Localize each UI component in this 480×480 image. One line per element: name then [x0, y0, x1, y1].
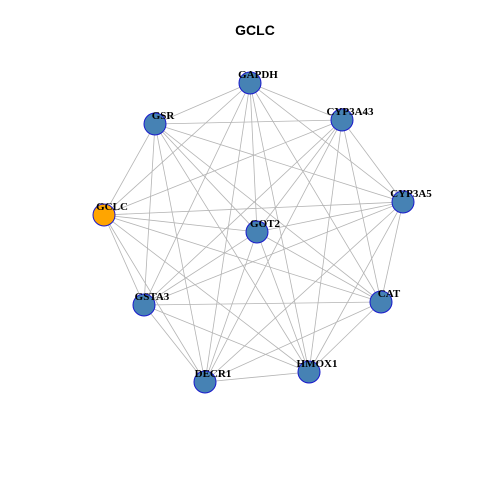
- edge-gsr-cat: [154, 123, 382, 303]
- edge-cat-gclc: [103, 214, 382, 303]
- edge-cyp3a43-decr1: [204, 119, 343, 383]
- edge-gapdh-gsr: [154, 82, 251, 125]
- node-label-got2: GOT2: [250, 218, 280, 230]
- edge-gsr-gclc: [103, 123, 156, 216]
- edge-cat-decr1: [204, 301, 382, 383]
- node-cyp3a5: [391, 190, 415, 214]
- node-label-hmox1: HMOX1: [297, 358, 338, 370]
- node-label-gsta3: GSTA3: [135, 291, 170, 303]
- edge-gapdh-cat: [249, 82, 382, 303]
- edge-cyp3a43-got2: [256, 119, 343, 233]
- node-gapdh: [238, 71, 262, 95]
- edge-decr1-gsta3: [143, 304, 206, 383]
- node-label-cyp3a5: CYP3A5: [390, 188, 432, 200]
- edge-gsr-cyp3a43: [154, 119, 343, 125]
- edge-gsr-cyp3a5: [154, 123, 404, 203]
- edge-gclc-got2: [103, 214, 258, 233]
- edge-cyp3a43-hmox1: [308, 119, 343, 373]
- node-label-cat: CAT: [378, 288, 401, 300]
- edge-gsr-got2: [154, 123, 258, 233]
- edge-cat-got2: [256, 231, 382, 303]
- edge-gapdh-cyp3a43: [249, 82, 343, 121]
- edge-gsta3-gclc: [103, 214, 145, 306]
- node-label-gsr: GSR: [152, 110, 176, 122]
- edge-cyp3a5-hmox1: [308, 201, 404, 373]
- edge-decr1-got2: [204, 231, 258, 383]
- edge-cat-gsta3: [143, 301, 382, 306]
- edge-gapdh-gsta3: [143, 82, 251, 306]
- edge-hmox1-gclc: [103, 214, 310, 373]
- graph-title: GCLC: [235, 22, 275, 38]
- edge-gsr-gsta3: [143, 123, 156, 306]
- node-gsta3: [132, 293, 156, 317]
- edge-cyp3a5-cat: [380, 201, 404, 303]
- node-gclc: [92, 203, 116, 227]
- edge-cyp3a43-cyp3a5: [341, 119, 404, 203]
- edge-gsr-decr1: [154, 123, 206, 383]
- node-label-gclc: GCLC: [96, 201, 128, 213]
- node-label-decr1: DECR1: [195, 368, 232, 380]
- node-label-gapdh: GAPDH: [238, 69, 278, 81]
- edge-cyp3a43-gsta3: [143, 119, 343, 306]
- node-gsr: [143, 112, 167, 136]
- edge-gapdh-decr1: [204, 82, 251, 383]
- edge-gapdh-gclc: [103, 82, 251, 216]
- node-got2: [245, 220, 269, 244]
- edge-gsta3-got2: [143, 231, 258, 306]
- edge-cat-hmox1: [308, 301, 382, 373]
- node-cyp3a43: [330, 108, 354, 132]
- node-decr1: [193, 370, 217, 394]
- edge-gapdh-got2: [249, 82, 258, 233]
- edge-gapdh-cyp3a5: [249, 82, 404, 203]
- edge-cyp3a5-got2: [256, 201, 404, 233]
- edge-cyp3a5-gclc: [103, 201, 404, 216]
- edge-layer: [103, 82, 404, 383]
- edge-hmox1-decr1: [204, 371, 310, 383]
- edge-cyp3a5-decr1: [204, 201, 404, 383]
- node-cat: [369, 290, 393, 314]
- edge-hmox1-gsta3: [143, 304, 310, 373]
- edge-cyp3a43-cat: [341, 119, 382, 303]
- edge-cyp3a43-gclc: [103, 119, 343, 216]
- node-label-cyp3a43: CYP3A43: [326, 106, 374, 118]
- edge-cyp3a5-gsta3: [143, 201, 404, 306]
- edge-hmox1-got2: [256, 231, 310, 373]
- node-hmox1: [297, 360, 321, 384]
